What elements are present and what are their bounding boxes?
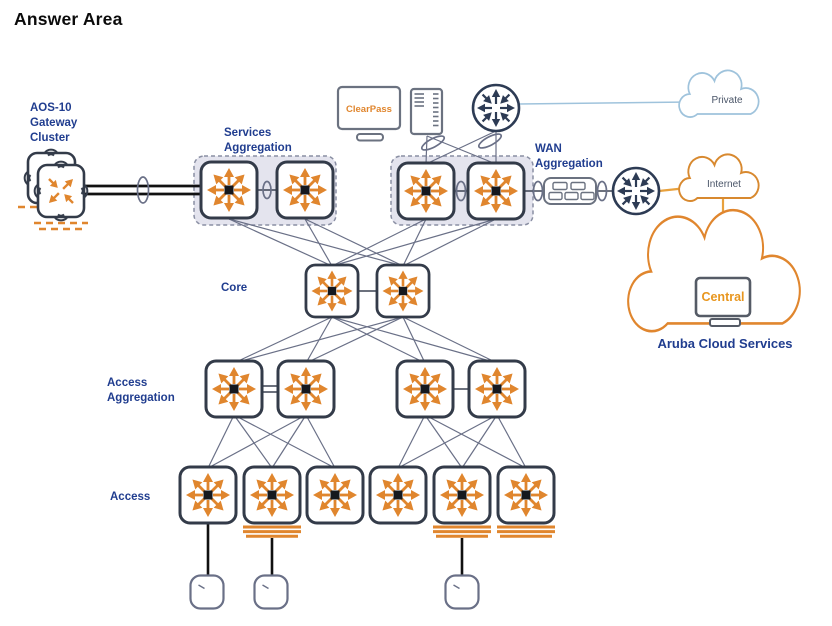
svg-text:Gateway: Gateway	[30, 117, 78, 129]
switch-icon-access-agg-4	[469, 361, 525, 417]
stack-indicator-icon	[495, 525, 557, 538]
link-router-to-private-cloud	[518, 101, 691, 105]
links-core-to-access-aggregation	[233, 316, 498, 364]
svg-text:AOS-10: AOS-10	[30, 102, 72, 114]
services-aggregation-label: Services Aggregation	[224, 127, 292, 154]
svg-text:WAN: WAN	[535, 143, 562, 155]
switch-icon-access-agg-1	[206, 361, 262, 417]
links-access-aggregation-to-access	[207, 414, 527, 469]
switch-icon-core-1	[306, 265, 358, 317]
link-access-aggregation-left-pair	[261, 385, 279, 393]
svg-text:Access: Access	[107, 377, 147, 389]
switch-icon-wan-2	[468, 163, 524, 219]
access-aggregation-switches	[206, 361, 525, 417]
switch-icon-wan-1	[398, 163, 454, 219]
switch-icon-services-1	[201, 162, 257, 218]
links-access-to-access-points	[206, 523, 464, 577]
page-title: Answer Area	[14, 9, 123, 29]
access-aggregation-label: Access Aggregation	[107, 377, 175, 404]
link-services-aggregation-pair	[258, 180, 276, 200]
core-label: Core	[221, 282, 247, 294]
switch-icon-services-2	[277, 162, 333, 218]
private-cloud	[678, 69, 760, 118]
server-icon	[409, 87, 444, 136]
switch-icon-access-agg-2	[278, 361, 334, 417]
access-switches	[180, 467, 554, 523]
access-label: Access	[110, 491, 150, 503]
wan-aggregation-label: WAN Aggregation	[535, 143, 603, 170]
svg-text:Aggregation: Aggregation	[107, 392, 175, 404]
router-icon-internet	[613, 168, 659, 214]
gateway-cluster-icon	[18, 148, 89, 231]
switch-icon-access-agg-3	[397, 361, 453, 417]
central-label: Central	[701, 290, 744, 304]
switch-icon-access-6	[498, 467, 554, 523]
svg-text:Aggregation: Aggregation	[535, 158, 603, 170]
svg-text:Cluster: Cluster	[30, 132, 70, 144]
stack-indicator-icon	[241, 525, 303, 538]
switch-icon-access-2	[244, 467, 300, 523]
switch-icon-access-1	[180, 467, 236, 523]
central-monitor-icon: Central	[694, 276, 752, 327]
gateway-cluster-label: AOS-10 Gateway Cluster	[30, 102, 78, 144]
links-aggregation-to-core	[228, 218, 497, 267]
access-point-icon	[253, 574, 289, 610]
switch-icon-core-2	[377, 265, 429, 317]
switch-icon-access-3	[307, 467, 363, 523]
router-icon-private	[473, 85, 519, 131]
firewall-icon	[543, 177, 597, 205]
aruba-cloud-services-label: Aruba Cloud Services	[657, 336, 792, 351]
internet-cloud-label: Internet	[707, 179, 741, 190]
svg-text:Aggregation: Aggregation	[224, 142, 292, 154]
internet-cloud	[678, 153, 760, 202]
link-gateway-to-services-aggregation	[84, 176, 201, 204]
switch-icon-access-4	[370, 467, 426, 523]
clearpass-label: ClearPass	[346, 104, 392, 115]
link-wan-aggregation-pair	[455, 180, 467, 202]
access-point-icon	[189, 574, 225, 610]
stack-indicator-icon	[431, 525, 493, 538]
switch-icon-access-5	[434, 467, 490, 523]
links-server-router-to-wan-aggregation	[420, 130, 503, 165]
clearpass-monitor-icon: ClearPass	[336, 85, 402, 142]
svg-text:Services: Services	[224, 127, 271, 139]
access-point-icon	[444, 574, 480, 610]
private-cloud-label: Private	[711, 95, 743, 106]
